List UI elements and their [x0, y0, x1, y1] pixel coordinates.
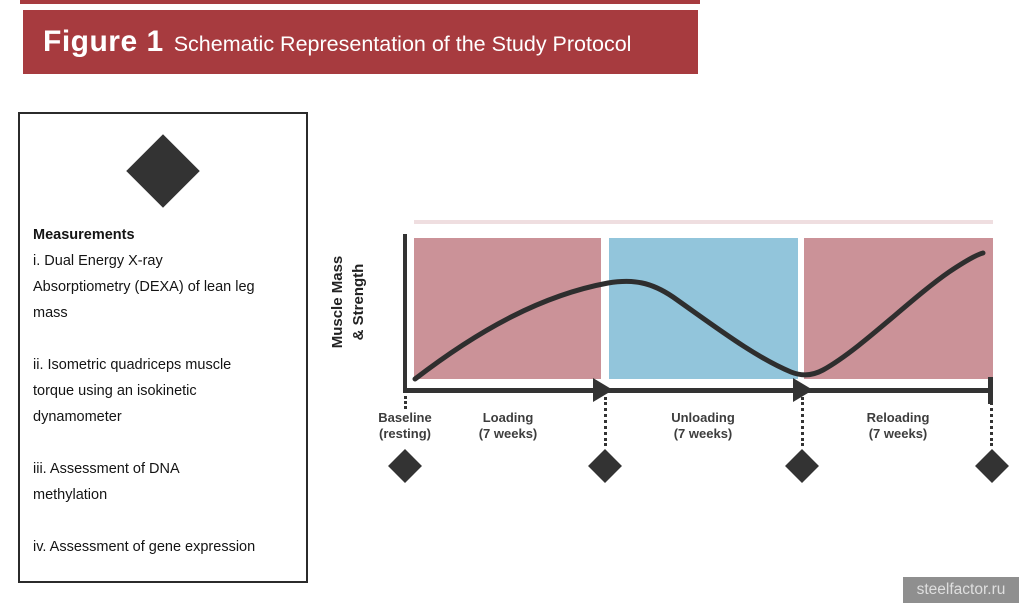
phase-label-unloading: Unloading (7 weeks)	[648, 410, 758, 442]
phase-name: Reloading	[866, 410, 930, 425]
phase-detail: (7 weeks)	[868, 426, 928, 441]
measurement-item: ii. Isometric quadriceps muscle torque u…	[33, 357, 232, 425]
figure-banner: Figure 1 Schematic Representation of the …	[23, 10, 698, 74]
phase-detail: (7 weeks)	[673, 426, 733, 441]
timeline-arrowhead-icon	[793, 378, 813, 402]
measurement-dashed-line	[604, 397, 607, 446]
measurement-item: iii. Assessment of DNA methylation	[33, 461, 180, 503]
phase-label-baseline: Baseline (resting)	[350, 410, 460, 442]
measurement-dashed-line	[990, 397, 993, 446]
measurement-item: i. Dual Energy X-ray Absorptiometry (DEX…	[33, 253, 255, 321]
phase-detail: (7 weeks)	[478, 426, 538, 441]
figure-title: Schematic Representation of the Study Pr…	[173, 32, 632, 56]
measurement-marker-diamond-icon	[126, 134, 200, 208]
measurements-heading: Measurements	[33, 227, 135, 243]
phase-label-loading: Loading (7 weeks)	[453, 410, 563, 442]
timeline-end-tick	[988, 377, 993, 404]
phase-label-reloading: Reloading (7 weeks)	[843, 410, 953, 442]
region-top-glow	[414, 220, 993, 224]
unloading-phase-region	[609, 238, 798, 379]
timeline-arrowhead-icon	[593, 378, 613, 402]
measurement-item: iv. Assessment of gene expression	[33, 539, 256, 555]
y-axis-line	[403, 234, 407, 393]
phase-name: Baseline	[378, 410, 432, 425]
muscle-mass-axis-label: Muscle Mass & Strength	[329, 255, 367, 349]
watermark-badge: steelfactor.ru	[903, 577, 1019, 603]
measurement-diamond-icon	[975, 449, 1009, 483]
phase-detail: (resting)	[379, 426, 431, 441]
watermark-text: steelfactor.ru	[916, 581, 1006, 598]
figure-label: Figure 1	[43, 25, 164, 58]
measurement-dashed-line	[404, 396, 407, 409]
header-accent-strip	[20, 0, 700, 4]
measurements-text-block: Measurements i. Dual Energy X-ray Absorp…	[33, 222, 301, 560]
measurement-diamond-icon	[588, 449, 622, 483]
timeline-axis	[403, 388, 993, 393]
measurement-diamond-icon	[388, 449, 422, 483]
muscle-mass-curve	[412, 250, 986, 382]
measurement-diamond-icon	[785, 449, 819, 483]
phase-name: Loading	[482, 410, 534, 425]
measurements-panel: Measurements i. Dual Energy X-ray Absorp…	[18, 112, 308, 583]
measurement-dashed-line	[801, 397, 804, 446]
phase-name: Unloading	[671, 410, 735, 425]
